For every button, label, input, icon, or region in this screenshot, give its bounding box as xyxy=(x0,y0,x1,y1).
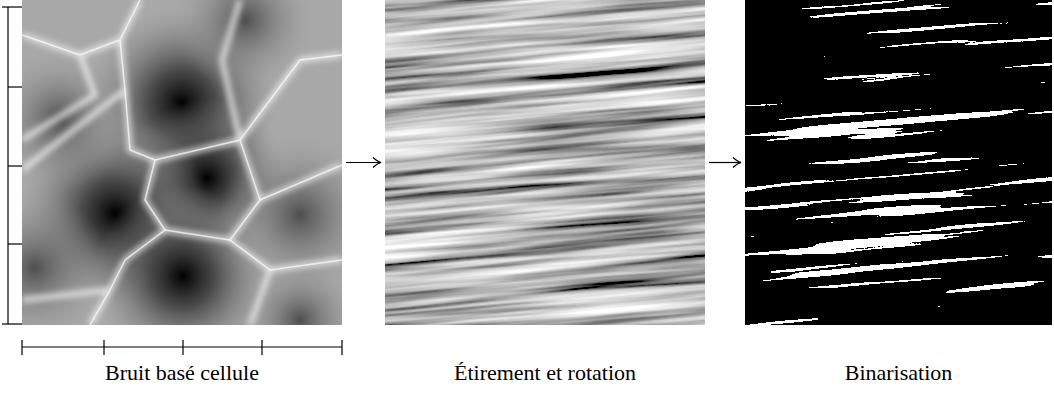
image-area xyxy=(385,0,705,325)
axis-ticks xyxy=(2,7,342,355)
flow-arrow xyxy=(709,162,741,163)
image-panel: Étirement et rotation xyxy=(385,0,705,386)
binary-noise-image xyxy=(745,0,1052,325)
panel-caption: Binarisation xyxy=(845,360,953,386)
image-panel: Bruit basé cellule xyxy=(22,0,342,386)
flow-arrow xyxy=(346,162,381,163)
caption-area: Binarisation xyxy=(745,325,1052,386)
panel-caption: Étirement et rotation xyxy=(454,360,636,386)
panel-caption: Bruit basé cellule xyxy=(105,360,259,386)
caption-area: Étirement et rotation xyxy=(385,325,705,386)
cell-noise-image xyxy=(22,0,342,325)
image-area xyxy=(745,0,1052,325)
image-panel: Binarisation xyxy=(745,0,1052,386)
caption-area: Bruit basé cellule xyxy=(22,325,342,386)
stretched-noise-image xyxy=(385,0,705,325)
image-area xyxy=(22,0,342,325)
